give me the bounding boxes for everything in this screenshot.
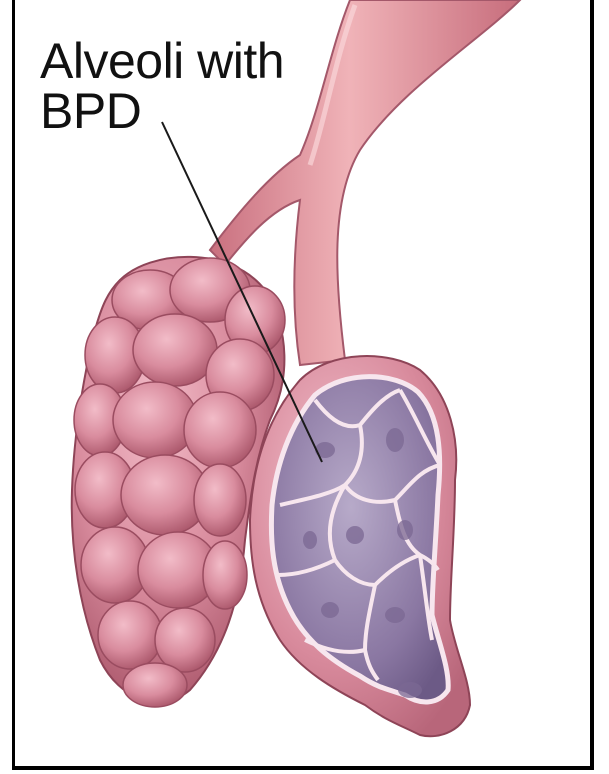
bpd-alveoli-cluster <box>250 356 470 736</box>
figure-label-line-2: BPD <box>40 86 284 136</box>
figure-label-line-1: Alveoli with <box>40 36 284 86</box>
figure-label: Alveoli with BPD <box>40 36 284 136</box>
